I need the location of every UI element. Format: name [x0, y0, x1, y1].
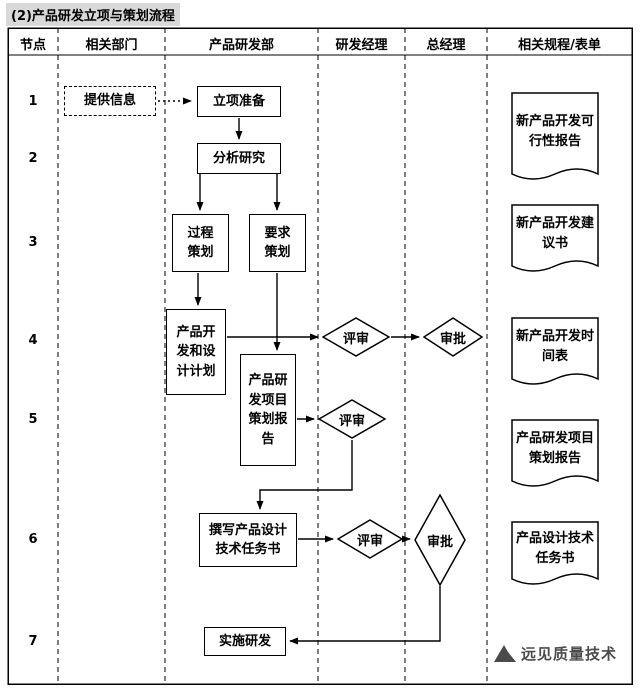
column-header-rd-dept: 产品研发部 — [208, 38, 274, 53]
document-schedule: 新产品开发时 间表 — [511, 317, 599, 391]
document-shape — [511, 204, 599, 272]
document-proposal: 新产品开发建 议书 — [511, 204, 599, 278]
column-header-rd-manager: 研发经理 — [335, 38, 388, 53]
step-project-preparation: 立项准备 — [197, 86, 281, 117]
decision-approve-1: 审批 — [423, 317, 483, 357]
node-number-7: 7 — [28, 634, 38, 649]
step-implement-rd: 实施研发 — [204, 627, 286, 656]
node-number-6: 6 — [28, 532, 38, 547]
decision-review-1: 评审 — [322, 317, 390, 357]
decision-label: 评审 — [338, 413, 365, 429]
diamond-shape — [414, 494, 466, 586]
node-number-5: 5 — [28, 412, 38, 427]
decision-label: 评审 — [356, 533, 383, 549]
document-label: 新产品开发建 议书 — [515, 215, 594, 251]
watermark-logo-icon — [494, 645, 516, 662]
decision-approve-2: 审批 — [414, 494, 466, 586]
document-label: 产品设计技术 任务书 — [515, 530, 594, 566]
page-title: (2)产品研发立项与策划流程 — [6, 3, 180, 26]
column-header-dept: 相关部门 — [85, 38, 138, 53]
node-number-2: 2 — [28, 151, 38, 166]
document-feasibility-report: 新产品开发可 行性报告 — [511, 92, 599, 186]
decision-label: 评审 — [342, 331, 369, 347]
decision-review-2: 评审 — [318, 399, 386, 439]
document-shape — [511, 92, 599, 180]
step-analysis-research: 分析研究 — [197, 143, 281, 174]
step-process-planning: 过程 策划 — [172, 214, 229, 272]
column-header-node: 节点 — [19, 38, 46, 53]
column-header-forms: 相关规程/表单 — [518, 38, 601, 53]
document-label: 新产品开发可 行性报告 — [515, 113, 594, 149]
document-label: 产品研发项目 策划报告 — [515, 430, 594, 466]
node-number-1: 1 — [28, 94, 38, 109]
step-rd-planning-report: 产品研 发项目 策划报 告 — [240, 354, 296, 466]
document-shape — [511, 317, 599, 385]
column-header-gm: 总经理 — [426, 38, 466, 53]
document-shape — [511, 419, 599, 487]
diamond-shape — [337, 519, 403, 559]
decision-label: 审批 — [426, 534, 453, 550]
diamond-shape — [423, 317, 483, 357]
document-planning-report: 产品研发项目 策划报告 — [511, 419, 599, 493]
step-dev-design-plan: 产品开 发和设 计计划 — [166, 309, 226, 395]
step-write-task-book: 撰写产品设计 技术任务书 — [199, 513, 297, 567]
step-requirement-planning: 要求 策划 — [249, 214, 306, 272]
node-number-4: 4 — [28, 333, 38, 348]
step-provide-info: 提供信息 — [64, 86, 156, 116]
watermark: 远见质量技术 — [494, 643, 617, 664]
document-shape — [511, 521, 599, 585]
document-label: 新产品开发时 间表 — [515, 328, 594, 364]
decision-label: 审批 — [439, 331, 466, 347]
diamond-shape — [318, 399, 386, 439]
diamond-shape — [322, 317, 390, 357]
decision-review-3: 评审 — [337, 519, 403, 559]
watermark-text: 远见质量技术 — [521, 645, 618, 663]
node-number-3: 3 — [28, 235, 38, 250]
document-task-book: 产品设计技术 任务书 — [511, 521, 599, 591]
